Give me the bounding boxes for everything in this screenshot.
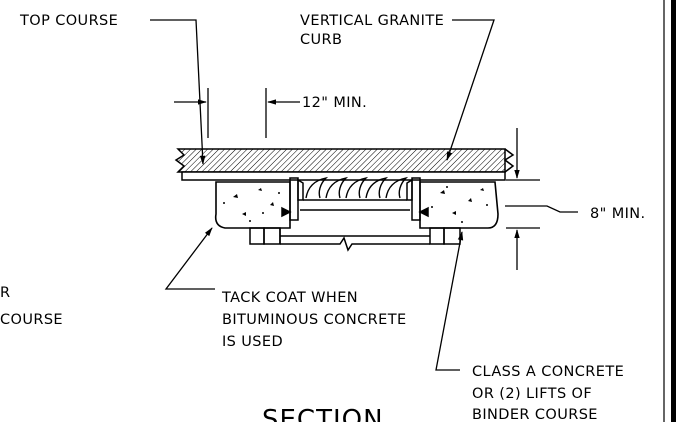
basin-structure (249, 227, 461, 252)
label-curb-line2: CURB (300, 32, 342, 48)
sheet-border (663, 0, 676, 422)
label-12-min: 12" MIN. (302, 95, 367, 111)
section-title: SECTION (262, 405, 384, 422)
grate-vanes (305, 176, 409, 199)
label-tack-line3: IS USED (222, 334, 283, 350)
label-curb-line1: VERTICAL GRANITE (300, 13, 444, 29)
label-tack-line2: BITUMINOUS CONCRETE (222, 312, 407, 328)
label-class-line1: CLASS A CONCRETE (472, 364, 624, 380)
dimension-8-min (505, 128, 578, 270)
label-top-course: TOP COURSE (19, 13, 118, 29)
frame-and-grate (281, 177, 429, 221)
label-class-line3: BINDER COURSE (472, 407, 598, 422)
label-8-min: 8" MIN. (590, 206, 646, 222)
top-course-layer (174, 148, 515, 181)
concrete-collar (214, 181, 499, 229)
label-left-partial-2: COURSE (0, 312, 63, 328)
dimension-12-min (174, 88, 300, 138)
leader-lines (150, 19, 495, 371)
label-left-partial-1: R (0, 285, 10, 301)
label-class-line2: OR (2) LIFTS OF (472, 386, 592, 402)
label-tack-line1: TACK COAT WHEN (221, 290, 358, 306)
